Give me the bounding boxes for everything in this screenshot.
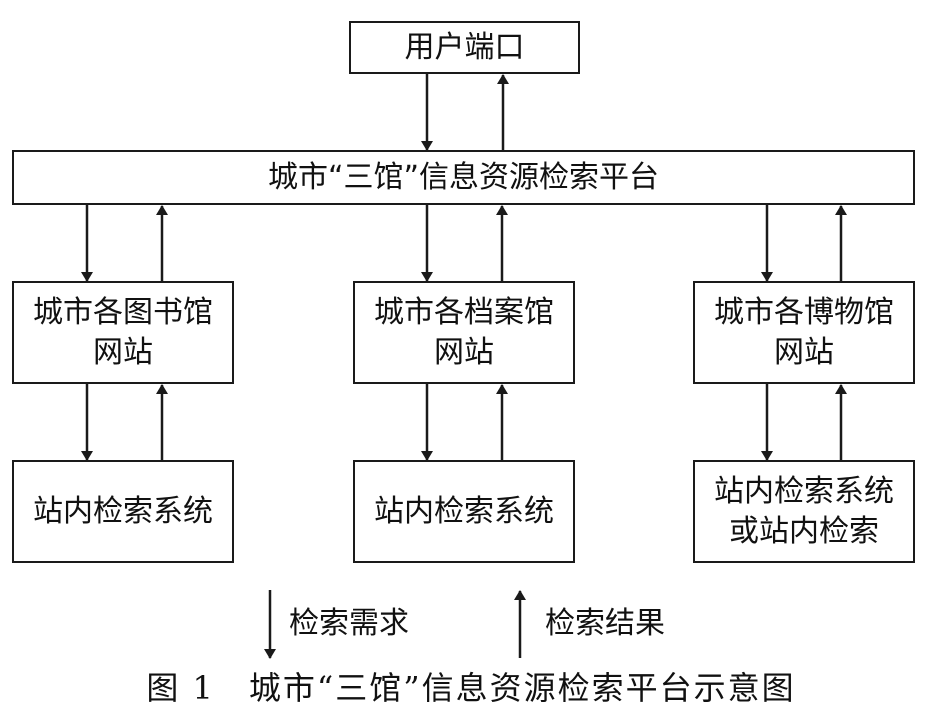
figure-caption: 图 1 城市“三馆”信息资源检索平台示意图 <box>146 669 796 707</box>
museum-search-box: 站内检索系统 或站内检索 <box>693 460 915 563</box>
museum-site-box: 城市各博物馆 网站 <box>693 281 915 384</box>
museum-search-label: 站内检索系统 或站内检索 <box>714 473 894 549</box>
user-port-label: 用户端口 <box>404 29 525 65</box>
legend-result-label: 检索结果 <box>545 606 665 641</box>
library-site-label: 城市各图书馆 网站 <box>33 294 213 370</box>
platform-label: 城市“三馆”信息资源检索平台 <box>267 159 660 195</box>
archive-site-box: 城市各档案馆 网站 <box>353 281 575 384</box>
legend-request-label: 检索需求 <box>289 606 409 641</box>
museum-site-label: 城市各博物馆 网站 <box>714 294 894 370</box>
user-port-box: 用户端口 <box>349 21 580 74</box>
archive-search-box: 站内检索系统 <box>353 460 575 563</box>
platform-box: 城市“三馆”信息资源检索平台 <box>12 150 915 205</box>
archive-site-label: 城市各档案馆 网站 <box>374 294 554 370</box>
library-site-box: 城市各图书馆 网站 <box>12 281 234 384</box>
library-search-box: 站内检索系统 <box>12 460 234 563</box>
library-search-label: 站内检索系统 <box>33 493 213 529</box>
archive-search-label: 站内检索系统 <box>374 493 554 529</box>
